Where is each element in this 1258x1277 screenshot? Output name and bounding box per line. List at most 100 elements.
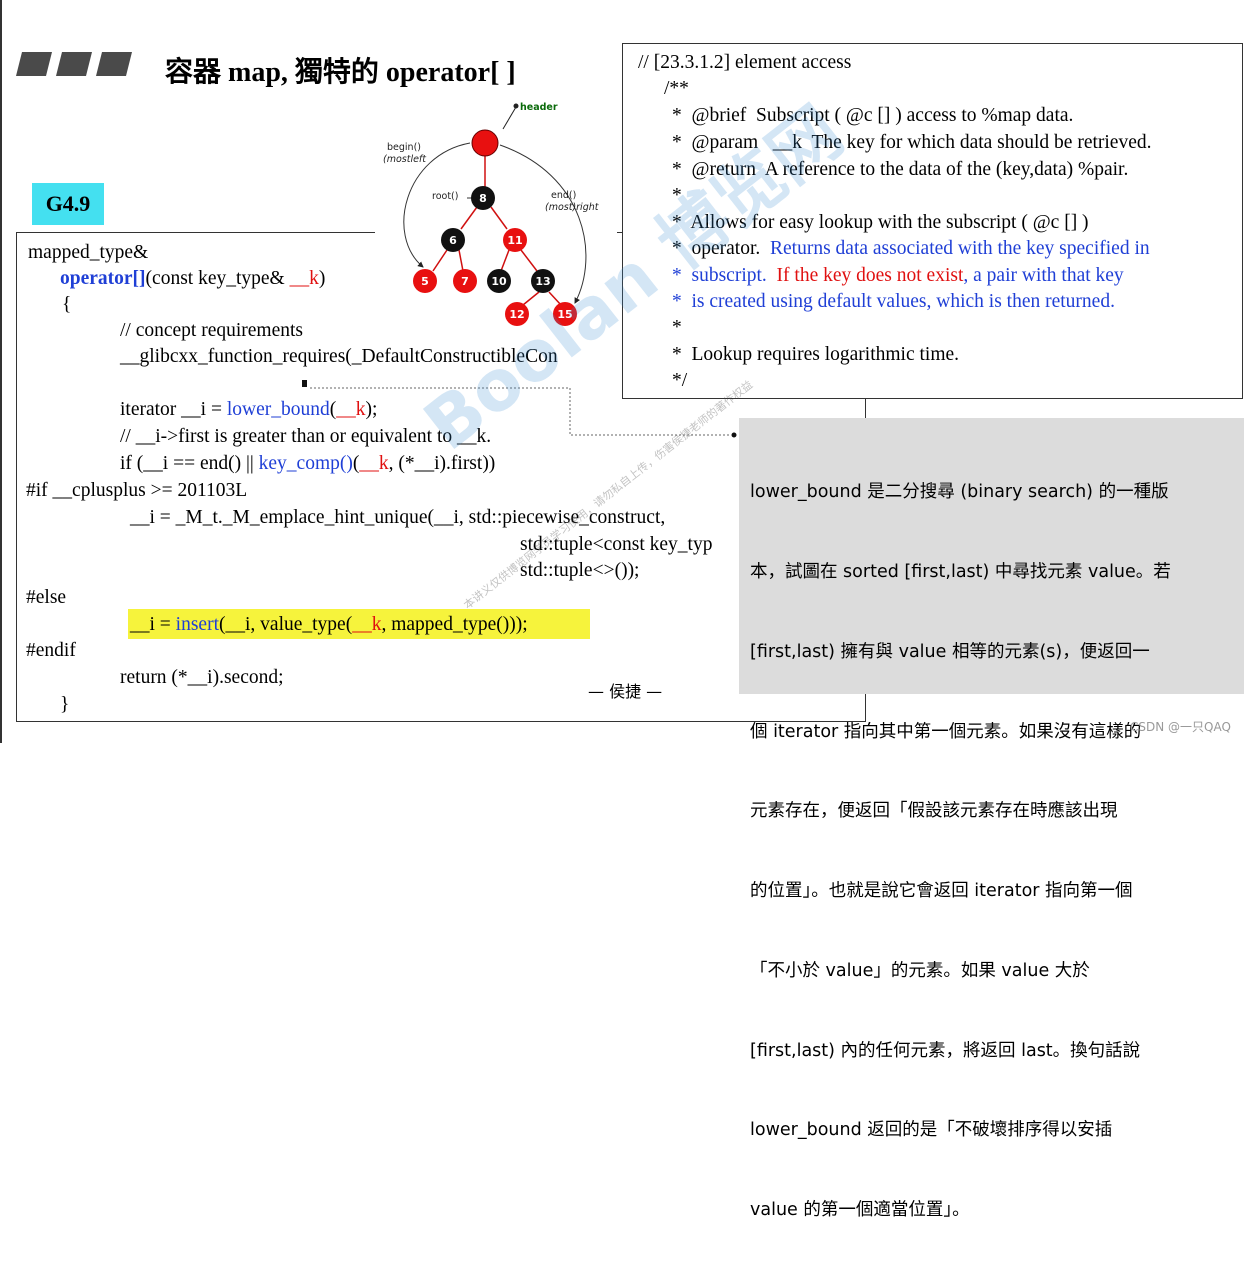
header-node <box>471 129 499 157</box>
param-k: __k <box>352 614 382 635</box>
doc-line-12: * Lookup requires logarithmic time. <box>672 344 960 365</box>
tree-node <box>531 269 555 293</box>
footer-author: — 侯捷 — <box>588 682 663 701</box>
param-k: __k <box>359 453 389 474</box>
begin-sub-label: (mostleft <box>383 154 427 165</box>
code-text: iterator __i = <box>120 399 227 420</box>
doc-line-3: * @brief Subscript ( @c [] ) access to %… <box>672 105 1074 126</box>
code-line-7: // __i->first is greater than or equival… <box>120 426 492 447</box>
code-text: ) <box>318 268 326 289</box>
doc-highlight: , a pair with that key <box>963 265 1124 286</box>
title-bars-icon <box>16 52 132 76</box>
end-sub-label: (most)right <box>545 202 600 213</box>
doc-line-13: */ <box>672 370 688 391</box>
code-text: , mapped_type())); <box>381 614 528 635</box>
begin-link <box>403 142 471 268</box>
insert-call: insert <box>175 614 219 635</box>
tree-node <box>471 186 495 210</box>
begin-label: begin() <box>387 142 421 153</box>
code-line-9: #if __cplusplus >= 201103L <box>26 480 248 501</box>
tree-node <box>505 302 529 326</box>
code-line-10: __i = _M_t._M_emplace_hint_unique(__i, s… <box>130 507 666 528</box>
doc-highlight: subscript. <box>691 265 777 286</box>
note-line: lower_bound 返回的是「不破壞排序得以安插 <box>750 1120 1113 1141</box>
code-line-2: operator[](const key_type& __k) <box>60 266 325 292</box>
doc-line-7: * Allows for easy lookup with the subscr… <box>672 212 1089 233</box>
doc-line-2: /** <box>664 78 689 99</box>
param-k: __k <box>336 399 366 420</box>
code-line-6: iterator __i = lower_bound(__k); <box>120 397 377 423</box>
doc-comment-panel <box>622 43 1243 399</box>
code-text: if (__i == end() || <box>120 453 259 474</box>
header-dot <box>513 103 519 109</box>
node-label: 12 <box>509 308 524 321</box>
code-line-8: if (__i == end() || key_comp()(__k, (*__… <box>120 451 495 477</box>
code-text: , (*__i).first)) <box>388 453 496 474</box>
node-label: 7 <box>461 275 469 288</box>
node-label: 10 <box>491 275 507 288</box>
note-line: value 的第一個適當位置」。 <box>750 1200 970 1221</box>
code-text: ( <box>329 399 337 420</box>
rb-tree-diagram: 8 6 11 5 7 10 13 12 15 header begin() (m… <box>375 95 617 330</box>
key-comp-call: key_comp() <box>258 453 353 474</box>
root-label: root() <box>432 191 458 202</box>
doc-text: * operator. <box>672 238 771 259</box>
header-link <box>502 106 517 130</box>
node-label: 6 <box>449 234 457 247</box>
doc-line-4: * @param __k The key for which data shou… <box>672 132 1152 153</box>
doc-line-11: * <box>672 317 682 338</box>
title-decoration <box>16 52 136 78</box>
doc-line-8: * operator. Returns data associated with… <box>672 236 1150 262</box>
code-line-5: __glibcxx_function_requires(_DefaultCons… <box>120 346 558 367</box>
param-k: __k <box>289 268 319 289</box>
rb-tree-svg: 8 6 11 5 7 10 13 12 15 header begin() (m… <box>383 102 600 326</box>
note-line: 的位置」。也就是說它會返回 iterator 指向第一個 <box>750 881 1133 902</box>
version-badge: G4.9 <box>32 183 104 225</box>
connector-line <box>302 380 737 438</box>
doc-text: * <box>672 265 692 286</box>
node-label: 8 <box>479 192 487 205</box>
operator-keyword: operator[] <box>60 268 146 289</box>
doc-line-9: * subscript. If the key does not exist, … <box>672 263 1124 289</box>
note-line: 本，試圖在 sorted [first,last) 中尋找元素 value。若 <box>750 561 1171 582</box>
note-line: lower_bound 是二分搜尋 (binary search) 的一種版 <box>750 482 1169 503</box>
doc-line-10: * is created using default values, which… <box>672 289 1115 315</box>
code-line-15: #endif <box>26 640 76 661</box>
code-text: (__i, value_type( <box>219 614 353 635</box>
note-line: 元素存在，便返回「假設該元素存在時應該出現 <box>750 801 1118 822</box>
node-label: 15 <box>557 308 572 321</box>
node-label: 5 <box>421 275 429 288</box>
slide-left-edge <box>0 0 2 743</box>
node-label: 13 <box>535 275 550 288</box>
tree-node <box>487 269 511 293</box>
insert-highlight <box>128 609 590 639</box>
code-line-17: } <box>60 694 70 715</box>
code-line-14: __i = insert(__i, value_type(__k, mapped… <box>130 612 528 638</box>
lower-bound-call: lower_bound <box>226 399 330 420</box>
doc-line-5: * @return A reference to the data of the… <box>672 159 1129 180</box>
tree-node <box>441 228 465 252</box>
doc-text: * <box>672 291 692 312</box>
doc-line-1: // [23.3.1.2] element access <box>638 52 852 73</box>
end-label: end() <box>551 190 576 201</box>
note-text: lower_bound 是二分搜尋 (binary search) 的一種版 本… <box>750 426 1171 1277</box>
code-line-16: return (*__i).second; <box>120 667 284 688</box>
tree-node <box>413 269 437 293</box>
doc-highlight: Returns data associated with the key spe… <box>770 238 1150 259</box>
doc-line-6: * <box>672 185 682 206</box>
code-text: ); <box>365 399 378 420</box>
code-text: (const key_type& <box>145 268 290 289</box>
doc-warning: If the key does not exist <box>776 265 964 286</box>
code-line-3: { <box>62 294 72 315</box>
code-text: ( <box>352 453 360 474</box>
code-line-11: std::tuple<const key_typ <box>520 534 713 555</box>
code-text: __i = <box>130 614 176 635</box>
code-line-1: mapped_type& <box>28 242 149 263</box>
doc-highlight: is created using default values, which i… <box>691 291 1115 312</box>
code-line-13: #else <box>26 587 67 608</box>
node-label: 11 <box>507 234 522 247</box>
note-line: 個 iterator 指向其中第一個元素。如果沒有這樣的 <box>750 721 1142 742</box>
note-line: [first,last) 擁有與 value 相等的元素(s)，便返回一 <box>750 641 1150 662</box>
end-link <box>499 144 587 304</box>
slide-title: 容器 map, 獨特的 operator[ ] <box>165 57 516 88</box>
